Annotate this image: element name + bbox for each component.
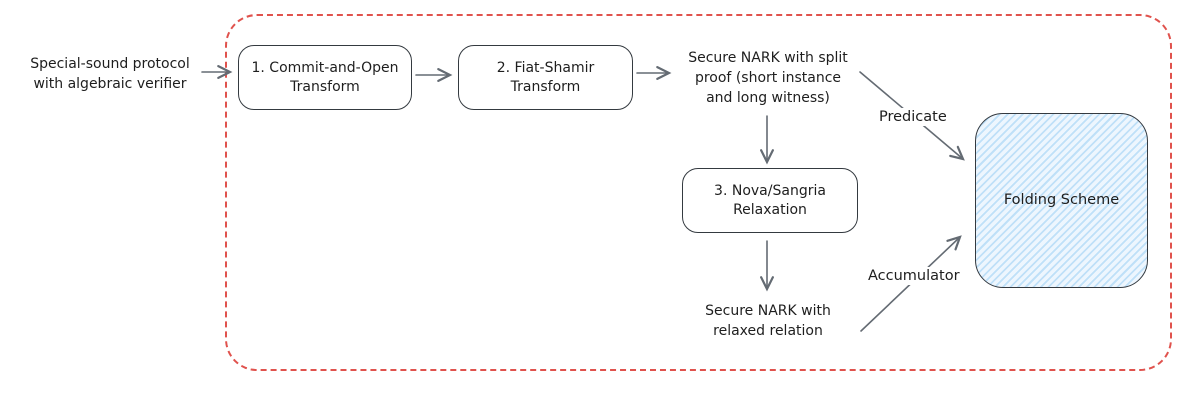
node-commit-and-open-line1: 1. Commit-and-Open — [251, 59, 399, 76]
text-relaxed-nark-line2: relaxed relation — [713, 323, 823, 339]
node-nova-sangria-line2: Relaxation — [733, 201, 807, 218]
text-relaxed-nark: Secure NARK with relaxed relation — [678, 301, 858, 341]
edge-label-accumulator: Accumulator — [866, 267, 962, 285]
node-commit-and-open-line2: Transform — [290, 78, 360, 95]
node-folding-scheme-label: Folding Scheme — [1003, 192, 1120, 208]
text-split-nark-line2: proof (short instance — [694, 70, 842, 86]
node-fiat-shamir-line2: Transform — [510, 78, 581, 95]
source-label-line1: Special-sound protocol — [30, 56, 190, 72]
node-fiat-shamir: 2. Fiat-Shamir Transform — [458, 45, 633, 110]
text-relaxed-nark-line1: Secure NARK with — [705, 303, 831, 319]
node-commit-and-open: 1. Commit-and-Open Transform — [238, 45, 412, 110]
source-label-line2: with algebraic verifier — [33, 76, 187, 92]
dashed-container-frame — [225, 14, 1172, 371]
text-split-nark: Secure NARK with split proof (short inst… — [672, 48, 864, 108]
node-nova-sangria: 3. Nova/Sangria Relaxation — [682, 168, 858, 233]
source-label: Special-sound protocol with algebraic ve… — [14, 54, 206, 94]
node-folding-scheme: Folding Scheme — [975, 113, 1148, 288]
node-fiat-shamir-line1: 2. Fiat-Shamir — [496, 59, 595, 76]
edge-label-predicate: Predicate — [877, 108, 949, 126]
text-split-nark-line3: and long witness) — [706, 90, 830, 106]
text-split-nark-line1: Secure NARK with split — [688, 50, 848, 66]
node-nova-sangria-line1: 3. Nova/Sangria — [714, 182, 826, 199]
